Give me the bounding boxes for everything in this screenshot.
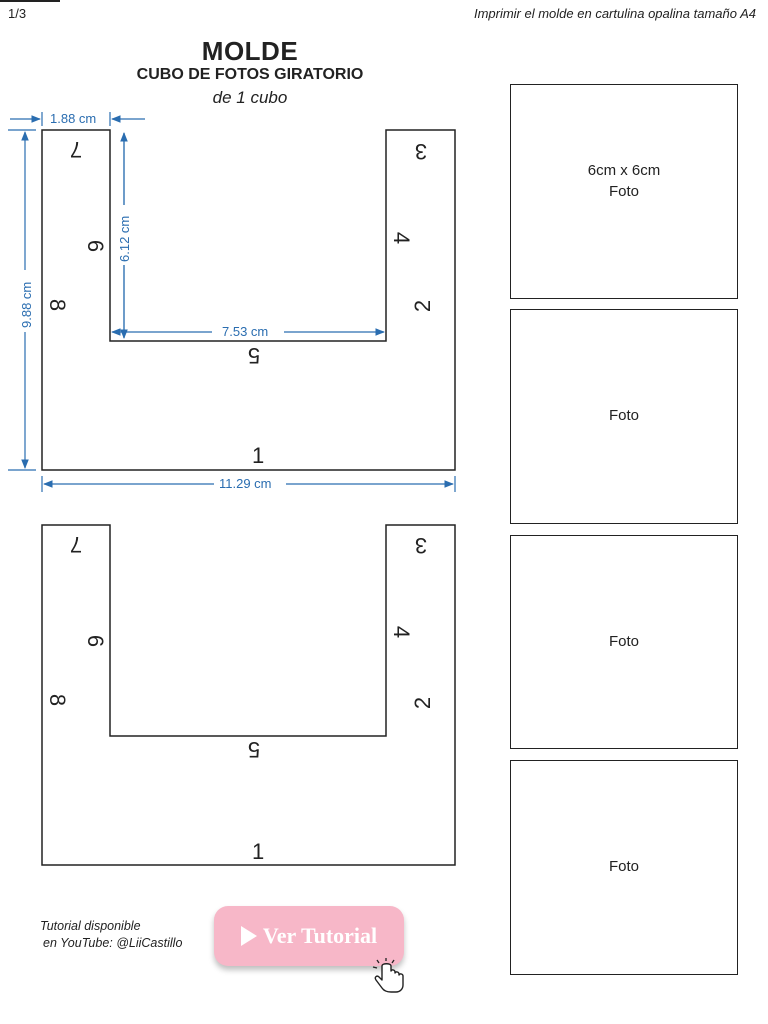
photo-box-3: Foto (510, 535, 738, 749)
edge-number-2: 2 (410, 697, 435, 709)
tutorial-note: Tutorial disponible en YouTube: @LiiCast… (40, 918, 182, 952)
photo-label: Foto (608, 183, 639, 200)
page-title: MOLDE (201, 36, 299, 66)
edge-number-7: 7 (70, 137, 82, 162)
mold-top-numbers: 1 2 3 4 5 6 7 8 (45, 137, 435, 468)
page-subtitle: CUBO DE FOTOS GIRATORIO (136, 66, 364, 83)
dim-total-width: 11.29 cm (219, 476, 272, 491)
play-icon (240, 926, 257, 946)
photo-label: Foto (608, 858, 639, 875)
edge-number-1: 1 (252, 839, 264, 864)
mold-outline-bottom (41, 524, 456, 866)
mold-bottom-numbers: 1 2 3 4 5 6 7 8 (45, 532, 435, 864)
edge-number-4: 4 (389, 626, 414, 638)
edge-number-1: 1 (252, 443, 264, 468)
photo-label: Foto (608, 633, 639, 650)
dim-top-tab-width: 1.88 cm (50, 111, 96, 126)
edge-number-7: 7 (70, 532, 82, 557)
edge-number-3: 3 (415, 139, 427, 164)
tutorial-note-line2: en YouTube: @LiiCastillo (43, 936, 183, 950)
dim-total-height: 9.88 cm (19, 282, 34, 328)
photo-box-2: Foto (510, 309, 738, 524)
photo-box-1: 6cm x 6cm Foto (510, 84, 738, 299)
edge-number-8: 8 (45, 694, 70, 706)
edge-number-6: 6 (83, 635, 108, 647)
pointer-hand-icon (372, 958, 404, 993)
ver-tutorial-label: Ver Tutorial (262, 923, 378, 948)
print-instruction: Imprimir el molde en cartulina opalina t… (473, 6, 756, 21)
edge-number-5: 5 (248, 737, 260, 762)
edge-number-8: 8 (45, 299, 70, 311)
edge-number-5: 5 (248, 343, 260, 368)
page-number-underline (0, 0, 60, 2)
page-subtitle-secondary: de 1 cubo (212, 88, 288, 107)
photo-box-4: Foto (510, 760, 738, 975)
edge-number-6: 6 (83, 240, 108, 252)
tutorial-note-line1: Tutorial disponible (40, 919, 141, 933)
page-number: 1/3 (8, 6, 27, 21)
dimension-lines (8, 112, 456, 492)
mold-outline-top (41, 129, 456, 471)
dim-inner-height: 6.12 cm (117, 216, 132, 262)
edge-number-4: 4 (389, 232, 414, 244)
ver-tutorial-button[interactable]: Ver Tutorial (214, 906, 404, 966)
edge-number-2: 2 (410, 300, 435, 312)
edge-number-3: 3 (415, 533, 427, 558)
photo-label: Foto (608, 407, 639, 424)
dim-inner-width: 7.53 cm (222, 324, 268, 339)
photo-size-label: 6cm x 6cm (587, 162, 661, 179)
